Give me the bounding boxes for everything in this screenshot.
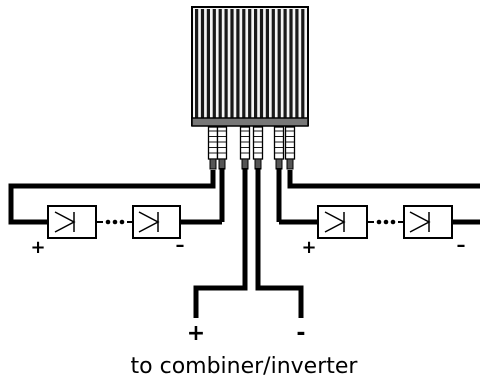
fin — [301, 9, 305, 118]
connector — [216, 126, 228, 170]
output-minus-label: - — [296, 321, 305, 346]
fin — [289, 9, 293, 118]
right-module-2 — [403, 205, 453, 239]
right-ellipsis — [367, 219, 404, 225]
fin — [200, 9, 205, 118]
output-plus-label: + — [187, 321, 205, 346]
right-string-wiring — [276, 168, 480, 225]
left-ellipsis — [96, 219, 133, 225]
fin — [259, 9, 264, 118]
left-string-minus-label: – — [176, 235, 185, 256]
right-string-minus-label: – — [457, 235, 466, 256]
heat-sink-fins — [195, 9, 305, 118]
right-string-plus-label: + — [301, 237, 316, 258]
output-wiring — [193, 168, 304, 318]
connector — [273, 126, 285, 170]
connector-stubs — [207, 126, 296, 170]
fin — [236, 9, 240, 118]
combiner-box — [191, 6, 309, 127]
fin — [283, 9, 287, 118]
fin — [271, 9, 275, 118]
fin — [218, 9, 222, 118]
fin — [230, 9, 234, 118]
fin — [195, 9, 199, 118]
fin — [224, 9, 228, 118]
diagram-caption: to combiner/inverter — [131, 354, 359, 379]
connector — [284, 126, 296, 170]
left-string-wiring — [8, 168, 225, 225]
connector — [239, 126, 251, 170]
fin — [254, 9, 258, 118]
fin — [206, 9, 210, 118]
left-module-2 — [132, 205, 181, 239]
connector — [252, 126, 264, 170]
fin — [265, 9, 269, 118]
left-module-1 — [47, 205, 97, 239]
left-string-plus-label: + — [30, 237, 45, 258]
fin — [212, 9, 216, 118]
fin — [242, 9, 246, 118]
fin — [248, 9, 252, 118]
connector — [207, 126, 219, 170]
fin — [277, 9, 281, 118]
fin — [295, 9, 299, 118]
right-module-1 — [317, 205, 368, 239]
